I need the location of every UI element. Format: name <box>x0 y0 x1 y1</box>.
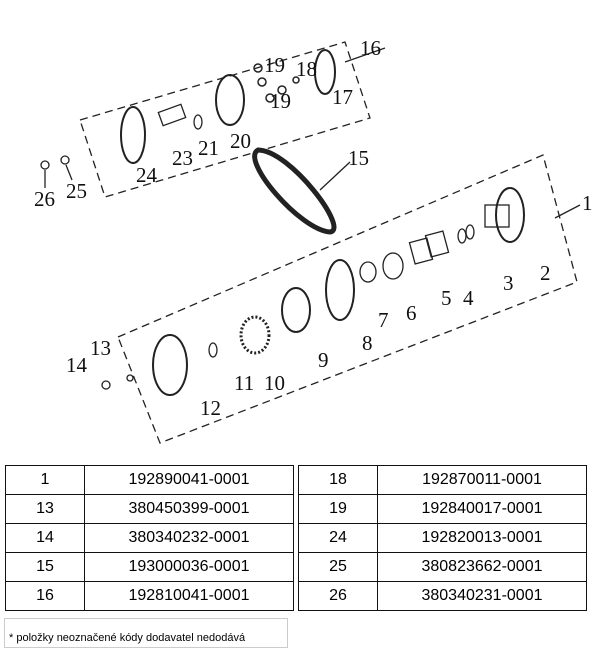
part-number: 13 <box>5 494 85 524</box>
part-number: 18 <box>298 465 378 495</box>
part-code: 192820013-0001 <box>377 523 587 553</box>
callout-8: 8 <box>362 331 373 355</box>
part-code: 380823662-0001 <box>377 552 587 582</box>
callout-25: 25 <box>66 179 87 203</box>
part-code: 192890041-0001 <box>84 465 294 495</box>
callout-23: 23 <box>172 146 193 170</box>
callout-13: 13 <box>90 336 111 360</box>
part-2-driven-pulley <box>495 187 525 243</box>
callout-16: 16 <box>360 36 381 60</box>
callout-10: 10 <box>264 371 285 395</box>
callout-24: 24 <box>136 163 158 187</box>
part-5-seal <box>408 237 434 265</box>
part-number: 14 <box>5 523 85 553</box>
callout-14: 14 <box>66 353 88 377</box>
callout-6: 6 <box>406 301 417 325</box>
callout-3: 3 <box>503 271 514 295</box>
part-code: 192870011-0001 <box>377 465 587 495</box>
callout-17: 17 <box>332 85 353 109</box>
callout-7: 7 <box>378 308 389 332</box>
callout-18: 18 <box>296 57 317 81</box>
part-number: 19 <box>298 494 378 524</box>
part-number: 24 <box>298 523 378 553</box>
callout-15: 15 <box>348 146 369 170</box>
part-number: 26 <box>298 581 378 611</box>
part-number: 15 <box>5 552 85 582</box>
part-number: 1 <box>5 465 85 495</box>
callout-19: 19 <box>264 53 285 77</box>
callout-4: 4 <box>463 286 474 310</box>
callout-2: 2 <box>540 261 551 285</box>
drive-belt <box>252 147 337 235</box>
part-10-spring <box>239 315 271 355</box>
part-code: 380340232-0001 <box>84 523 294 553</box>
callout-26: 26 <box>34 187 55 211</box>
part-code: 380450399-0001 <box>84 494 294 524</box>
callout-1: 1 <box>582 191 593 215</box>
part-4-seal <box>424 230 450 258</box>
part-code: 193000036-0001 <box>84 552 294 582</box>
callout-19b: 19 <box>270 89 291 113</box>
footnote: * položky neoznačené kódy dodavatel nedo… <box>4 618 288 648</box>
part-9-clutch <box>281 287 311 333</box>
callout-11: 11 <box>234 371 254 395</box>
part-20-variator <box>215 74 245 126</box>
part-17-ramp-plate <box>314 49 336 95</box>
part-8-pulley-half <box>325 259 355 321</box>
callout-9: 9 <box>318 348 329 372</box>
part-code: 380340231-0001 <box>377 581 587 611</box>
lower-assembly-dashed-box <box>117 154 578 444</box>
part-23-bushing <box>157 103 187 127</box>
callout-21: 21 <box>198 136 219 160</box>
part-code: 192810041-0001 <box>84 581 294 611</box>
upper-assembly-dashed-box <box>79 41 371 198</box>
part-12-clutch-bell <box>152 334 188 396</box>
exploded-parts-diagram: 16 19 18 17 19 20 21 23 24 15 26 25 1 2 … <box>34 36 593 444</box>
part-number: 16 <box>5 581 85 611</box>
part-code: 192840017-0001 <box>377 494 587 524</box>
callout-12: 12 <box>200 396 221 420</box>
callout-5: 5 <box>441 286 452 310</box>
part-24-fan-plate <box>120 106 146 164</box>
part-6-bearing <box>382 252 404 280</box>
callout-20: 20 <box>230 129 251 153</box>
part-number: 25 <box>298 552 378 582</box>
